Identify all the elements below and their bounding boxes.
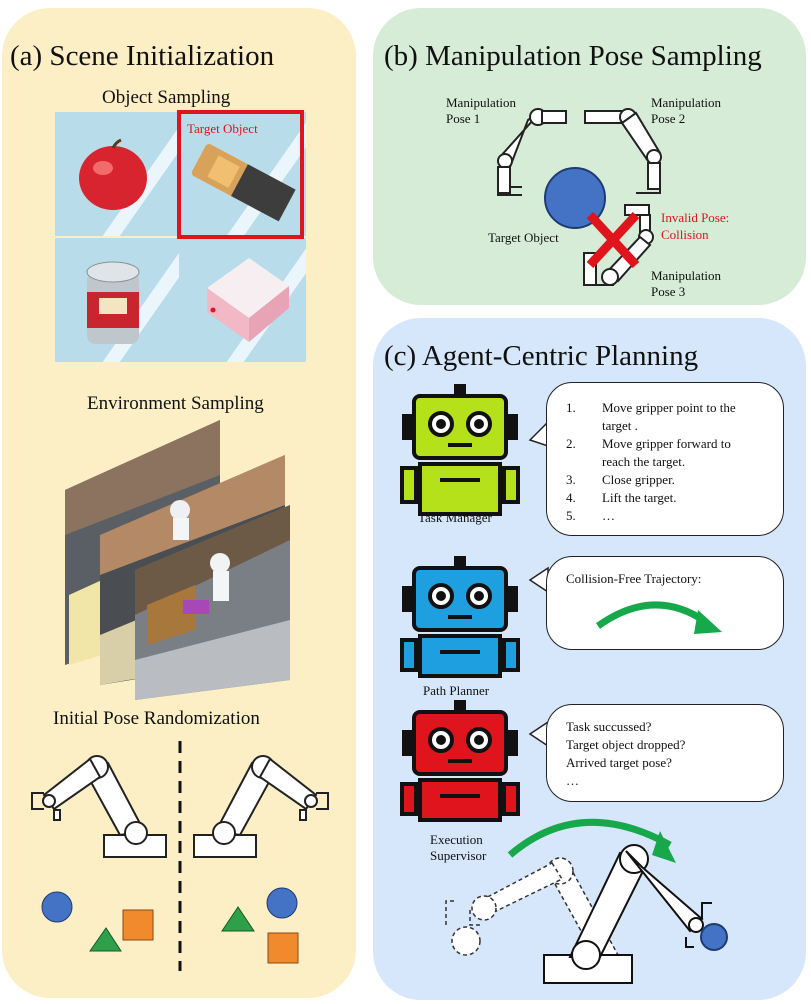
- task-step-line: …: [602, 508, 615, 523]
- task-step-item: 2. Move gripper forward to reach the targe…: [566, 435, 736, 471]
- pose1-label-line1: Manipulation: [446, 95, 517, 110]
- task-manager-bubble: [546, 382, 784, 536]
- execution-robot-arm: [445, 818, 728, 984]
- task-manager-label: Task Manager: [418, 510, 492, 525]
- question-line: Task succussed?: [566, 719, 652, 734]
- sponge-tile: [179, 238, 306, 362]
- supervisor-label-line1: Execution: [430, 832, 483, 847]
- green-triangle-shape: [89, 927, 122, 952]
- target-object-label: Target Object: [187, 121, 258, 136]
- task-step-item: 3. Close gripper.: [566, 471, 736, 489]
- object-sampling-label: Object Sampling: [102, 87, 231, 108]
- question-line: Arrived target pose?: [566, 755, 672, 770]
- task-step-line: reach the target.: [602, 454, 686, 469]
- task-step-text: …: [602, 507, 615, 525]
- task-step-text: Lift the target.: [602, 489, 676, 507]
- panel-a-title: (a) Scene Initialization: [10, 40, 275, 72]
- orange-square-shape: [267, 932, 299, 964]
- task-step-line: target .: [602, 418, 638, 433]
- orange-square-shape: [122, 909, 154, 941]
- trajectory-arrow-icon: [595, 601, 722, 634]
- target-object-circle: [700, 923, 728, 951]
- collision-x-icon: [586, 211, 640, 269]
- execution-supervisor-robot-icon: [400, 700, 520, 822]
- supervisor-bubble: [546, 704, 784, 802]
- pose2-label-line2: Pose 2: [651, 111, 686, 126]
- initial-pose-label: Initial Pose Randomization: [53, 708, 260, 729]
- task-step-line: Move gripper point to the: [602, 400, 736, 415]
- task-step-text: Move gripper forward to reach the target.: [602, 435, 731, 471]
- target-object-circle: [544, 167, 606, 229]
- task-step-item: 5. …: [566, 507, 736, 525]
- supervisor-label-line2: Supervisor: [430, 848, 487, 863]
- task-step-number: 1.: [566, 400, 576, 415]
- blue-circle-shape: [41, 891, 73, 923]
- task-step-line: Close gripper.: [602, 472, 675, 487]
- target-object-label-b: Target Object: [488, 230, 559, 245]
- task-manager-robot-icon: [400, 384, 520, 516]
- target-object-highlight: [177, 110, 304, 239]
- pose3-label-line2: Pose 3: [651, 284, 686, 299]
- task-step-number: 5.: [566, 508, 576, 523]
- pose1-label-line2: Pose 1: [446, 111, 481, 126]
- task-step-number: 3.: [566, 472, 576, 487]
- task-steps-list: 1. Move gripper point to the target . 2. Mov…: [566, 399, 736, 525]
- task-step-item: 1. Move gripper point to the target .: [566, 399, 736, 435]
- task-step-line: Lift the target.: [602, 490, 677, 505]
- task-step-item: 4. Lift the target.: [566, 489, 736, 507]
- task-step-number: 4.: [566, 490, 576, 505]
- question-line: Target object dropped?: [566, 737, 686, 752]
- environment-layers: [65, 420, 290, 700]
- question-line: …: [566, 773, 579, 788]
- initial-pose-arms: [31, 741, 329, 971]
- can-tile: [55, 238, 179, 362]
- task-step-text: Move gripper point to the target .: [602, 399, 736, 435]
- panel-b-title: (b) Manipulation Pose Sampling: [384, 40, 762, 72]
- robot-arm-right: [193, 755, 329, 858]
- invalid-pose-line2: Collision: [661, 227, 709, 242]
- task-step-number: 2.: [566, 436, 576, 451]
- environment-sampling-label: Environment Sampling: [87, 393, 264, 414]
- task-step-line: Move gripper forward to: [602, 436, 731, 451]
- blue-circle-shape: [266, 887, 298, 919]
- bag-tile: [179, 112, 306, 236]
- path-planner-label: Path Planner: [423, 683, 490, 698]
- task-step-text: Close gripper.: [602, 471, 675, 489]
- robot-arm-left: [31, 755, 167, 858]
- pose-sampling-diagram: [497, 108, 662, 286]
- trajectory-label: Collision-Free Trajectory:: [566, 571, 702, 586]
- supervisor-questions: Task succussed? Target object dropped? A…: [566, 718, 685, 790]
- green-triangle-shape: [221, 906, 255, 932]
- apple-tile: [55, 112, 179, 236]
- pose3-label-line1: Manipulation: [651, 268, 722, 283]
- pose2-label-line1: Manipulation: [651, 95, 722, 110]
- path-planner-robot-icon: [400, 556, 520, 678]
- panel-c-title: (c) Agent-Centric Planning: [384, 340, 699, 372]
- invalid-pose-line1: Invalid Pose:: [661, 210, 730, 225]
